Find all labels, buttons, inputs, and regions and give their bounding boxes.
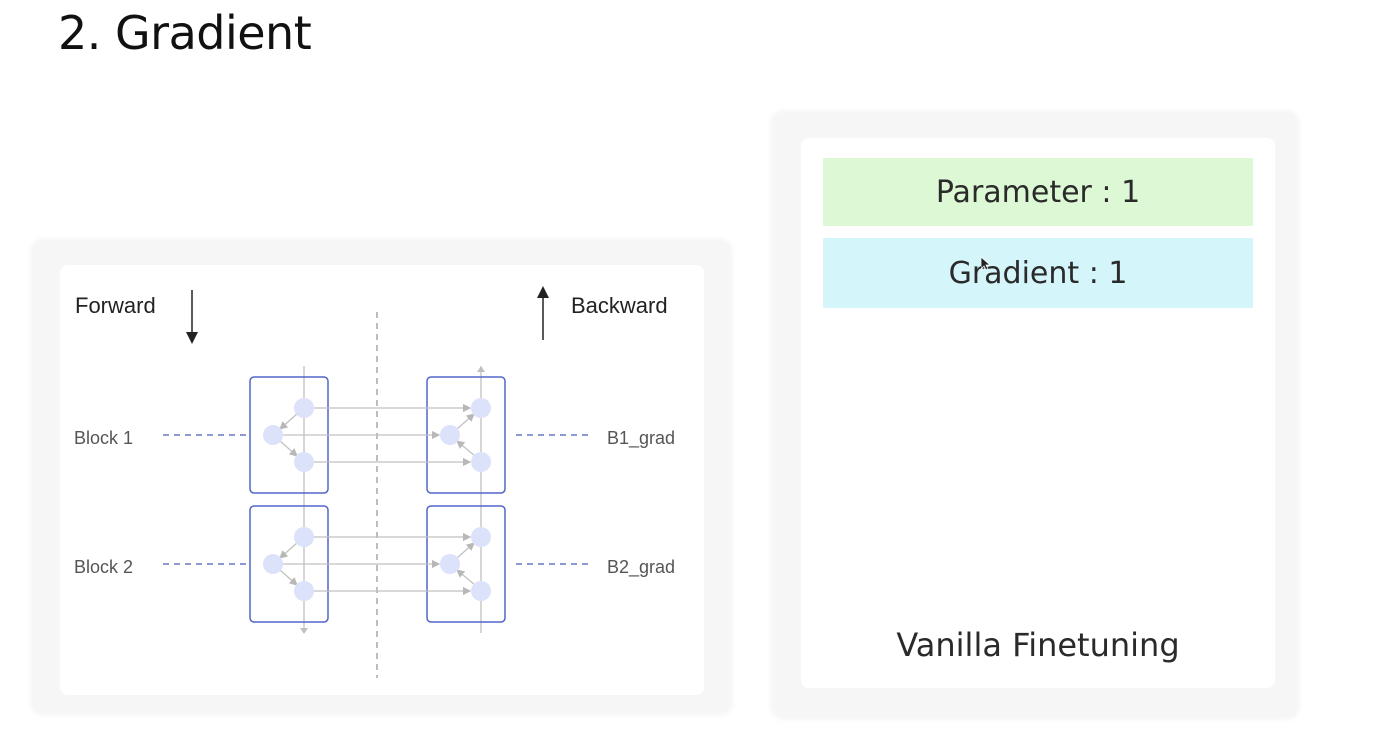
inner-edge [279, 412, 299, 430]
node [294, 452, 314, 472]
node [471, 527, 491, 547]
gradient-count-label: Gradient : 1 [948, 255, 1128, 291]
inner-edge [456, 542, 475, 559]
diagram-panel [60, 265, 704, 695]
method-caption: Vanilla Finetuning [896, 626, 1180, 664]
parameter-count-bar: Parameter : 1 [823, 158, 1253, 226]
block-1-label: Block 1 [74, 428, 133, 448]
inner-edge [456, 413, 475, 430]
node [263, 425, 283, 445]
node [471, 452, 491, 472]
node [294, 581, 314, 601]
node [471, 581, 491, 601]
flow-arrowhead [300, 628, 308, 634]
slide-title: 2. Gradient [58, 6, 312, 60]
node [294, 527, 314, 547]
mouse-cursor-icon [981, 257, 991, 271]
node [471, 398, 491, 418]
forward-label: Forward [75, 293, 156, 318]
inner-edge [279, 541, 299, 559]
parameter-count-label: Parameter : 1 [935, 174, 1141, 210]
inner-edge [456, 440, 476, 457]
inner-edge [456, 569, 476, 586]
node [440, 425, 460, 445]
node [263, 554, 283, 574]
inner-edge [279, 569, 298, 586]
block-2-grad-label: B2_grad [607, 557, 675, 578]
gradient-count-bar: Gradient : 1 [823, 238, 1253, 308]
node [440, 554, 460, 574]
summary-panel [801, 138, 1275, 688]
node [294, 398, 314, 418]
block-2-label: Block 2 [74, 557, 133, 577]
backward-label: Backward [571, 293, 668, 318]
inner-edge [279, 440, 298, 457]
block-1-grad-label: B1_grad [607, 428, 675, 449]
flow-arrowhead [477, 366, 485, 372]
